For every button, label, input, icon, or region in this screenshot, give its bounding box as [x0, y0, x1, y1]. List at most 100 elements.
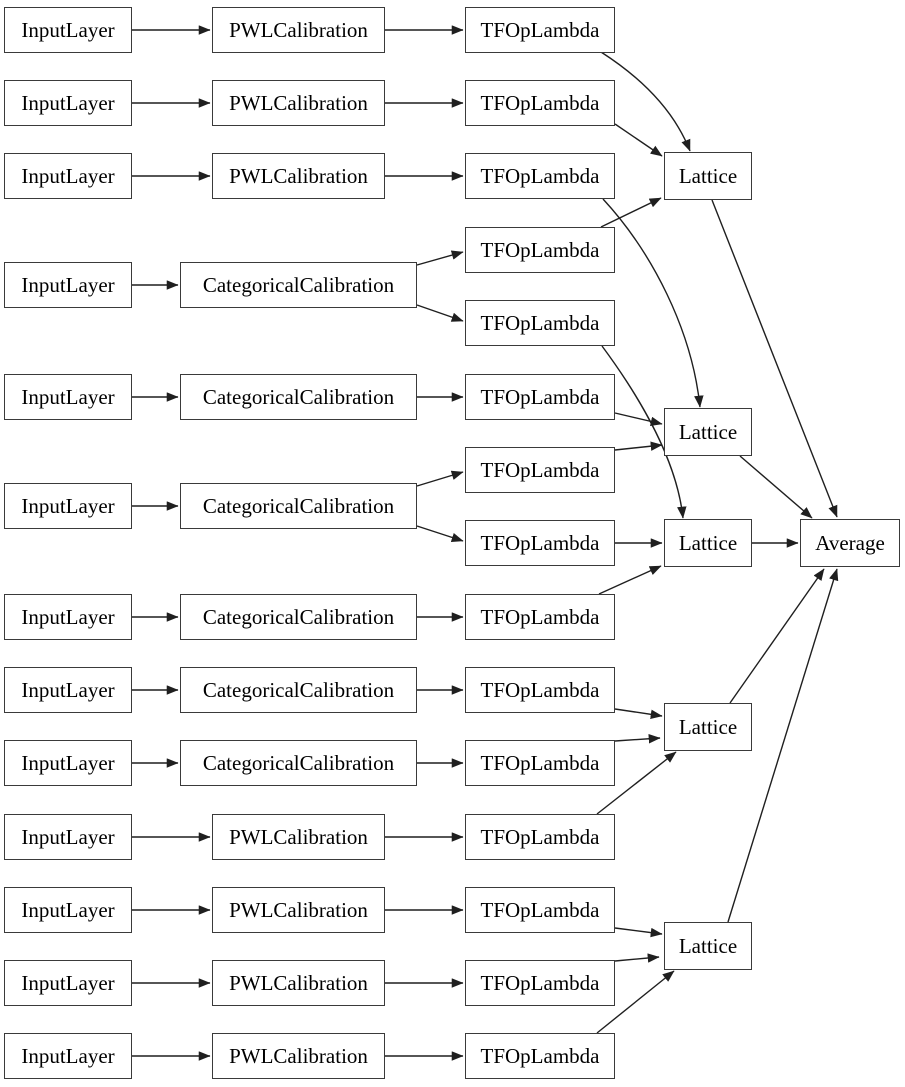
node-label: TFOpLambda: [480, 384, 600, 409]
node-label: InputLayer: [21, 1043, 115, 1068]
node-label: Lattice: [678, 419, 738, 444]
node-label: PWLCalibration: [229, 90, 368, 115]
node-cal3: PWLCalibration: [212, 153, 385, 199]
node-label: Average: [815, 530, 885, 555]
node-cal11: PWLCalibration: [212, 887, 385, 933]
node-label: PWLCalibration: [229, 897, 368, 922]
node-in3: InputLayer: [4, 153, 132, 199]
node-cal5: CategoricalCalibration: [180, 374, 417, 420]
edge-lat1-to-avg: [711, 199, 838, 518]
edge-tf4b-to-lat3: [601, 345, 687, 519]
node-label: TFOpLambda: [480, 750, 600, 775]
node-label: Lattice: [678, 530, 738, 555]
node-cal4: CategoricalCalibration: [180, 262, 417, 308]
edge-tf7-to-lat3: [598, 565, 662, 595]
node-cal1: PWLCalibration: [212, 7, 385, 53]
node-label: InputLayer: [21, 824, 115, 849]
node-tf4a: TFOpLambda: [465, 227, 615, 273]
node-in8: InputLayer: [4, 667, 132, 713]
node-label: TFOpLambda: [480, 604, 600, 629]
node-label: PWLCalibration: [229, 1043, 368, 1068]
node-label: PWLCalibration: [229, 824, 368, 849]
node-cal12: PWLCalibration: [212, 960, 385, 1006]
edge-lat5-to-avg: [727, 568, 839, 923]
node-label: TFOpLambda: [480, 457, 600, 482]
node-lat5: Lattice: [664, 922, 752, 970]
node-label: TFOpLambda: [480, 530, 600, 555]
edge-tf2-to-lat1: [614, 123, 663, 157]
node-cal10: PWLCalibration: [212, 814, 385, 860]
node-label: Lattice: [678, 163, 738, 188]
node-cal8: CategoricalCalibration: [180, 667, 417, 713]
node-label: CategoricalCalibration: [202, 604, 395, 629]
node-tf1: TFOpLambda: [465, 7, 615, 53]
node-cal9: CategoricalCalibration: [180, 740, 417, 786]
node-in10: InputLayer: [4, 814, 132, 860]
node-label: InputLayer: [21, 163, 115, 188]
node-tf12: TFOpLambda: [465, 960, 615, 1006]
node-tf3: TFOpLambda: [465, 153, 615, 199]
node-tf4b: TFOpLambda: [465, 300, 615, 346]
node-label: InputLayer: [21, 272, 115, 297]
node-tf11: TFOpLambda: [465, 887, 615, 933]
node-label: TFOpLambda: [480, 1043, 600, 1068]
node-in9: InputLayer: [4, 740, 132, 786]
node-in13: InputLayer: [4, 1033, 132, 1079]
edge-tf1-to-lat1: [600, 51, 691, 152]
node-label: TFOpLambda: [480, 970, 600, 995]
edge-cal4-to-tf4b: [416, 304, 464, 322]
node-label: InputLayer: [21, 384, 115, 409]
node-label: InputLayer: [21, 493, 115, 518]
node-label: InputLayer: [21, 897, 115, 922]
node-label: TFOpLambda: [480, 17, 600, 42]
node-tf8: TFOpLambda: [465, 667, 615, 713]
node-in12: InputLayer: [4, 960, 132, 1006]
edge-tf4a-to-lat1: [600, 197, 662, 228]
node-lat1: Lattice: [664, 152, 752, 200]
node-label: PWLCalibration: [229, 17, 368, 42]
node-label: TFOpLambda: [480, 90, 600, 115]
edge-group: [132, 25, 839, 1061]
node-tf9: TFOpLambda: [465, 740, 615, 786]
node-in11: InputLayer: [4, 887, 132, 933]
node-label: TFOpLambda: [480, 163, 600, 188]
node-label: CategoricalCalibration: [202, 750, 395, 775]
edge-tf13-to-lat5: [596, 970, 675, 1034]
edge-tf5-to-lat2: [614, 412, 663, 427]
node-label: InputLayer: [21, 17, 115, 42]
node-avg: Average: [800, 519, 900, 567]
node-cal2: PWLCalibration: [212, 80, 385, 126]
node-label: InputLayer: [21, 750, 115, 775]
node-lat2: Lattice: [664, 408, 752, 456]
node-label: PWLCalibration: [229, 970, 368, 995]
node-label: InputLayer: [21, 677, 115, 702]
node-label: CategoricalCalibration: [202, 677, 395, 702]
edge-lat2-to-avg: [739, 455, 813, 519]
node-tf7: TFOpLambda: [465, 594, 615, 640]
node-label: TFOpLambda: [480, 237, 600, 262]
node-tf10: TFOpLambda: [465, 814, 615, 860]
node-lat4: Lattice: [664, 703, 752, 751]
node-label: InputLayer: [21, 90, 115, 115]
node-label: CategoricalCalibration: [202, 272, 395, 297]
edge-lat4-to-avg: [729, 568, 825, 704]
node-label: Lattice: [678, 714, 738, 739]
edge-tf11-to-lat5: [614, 927, 663, 938]
node-cal6: CategoricalCalibration: [180, 483, 417, 529]
node-label: TFOpLambda: [480, 824, 600, 849]
node-in6: InputLayer: [4, 483, 132, 529]
node-label: InputLayer: [21, 970, 115, 995]
node-tf6a: TFOpLambda: [465, 447, 615, 493]
node-tf5: TFOpLambda: [465, 374, 615, 420]
edge-tf3-to-lat2: [602, 198, 704, 408]
edge-tf6a-to-lat2: [614, 441, 663, 451]
node-label: InputLayer: [21, 604, 115, 629]
node-lat3: Lattice: [664, 519, 752, 567]
node-label: TFOpLambda: [480, 310, 600, 335]
edge-cal6-to-tf6a: [416, 470, 464, 487]
node-cal13: PWLCalibration: [212, 1033, 385, 1079]
edge-tf12-to-lat5: [614, 953, 660, 963]
node-in2: InputLayer: [4, 80, 132, 126]
node-tf2: TFOpLambda: [465, 80, 615, 126]
